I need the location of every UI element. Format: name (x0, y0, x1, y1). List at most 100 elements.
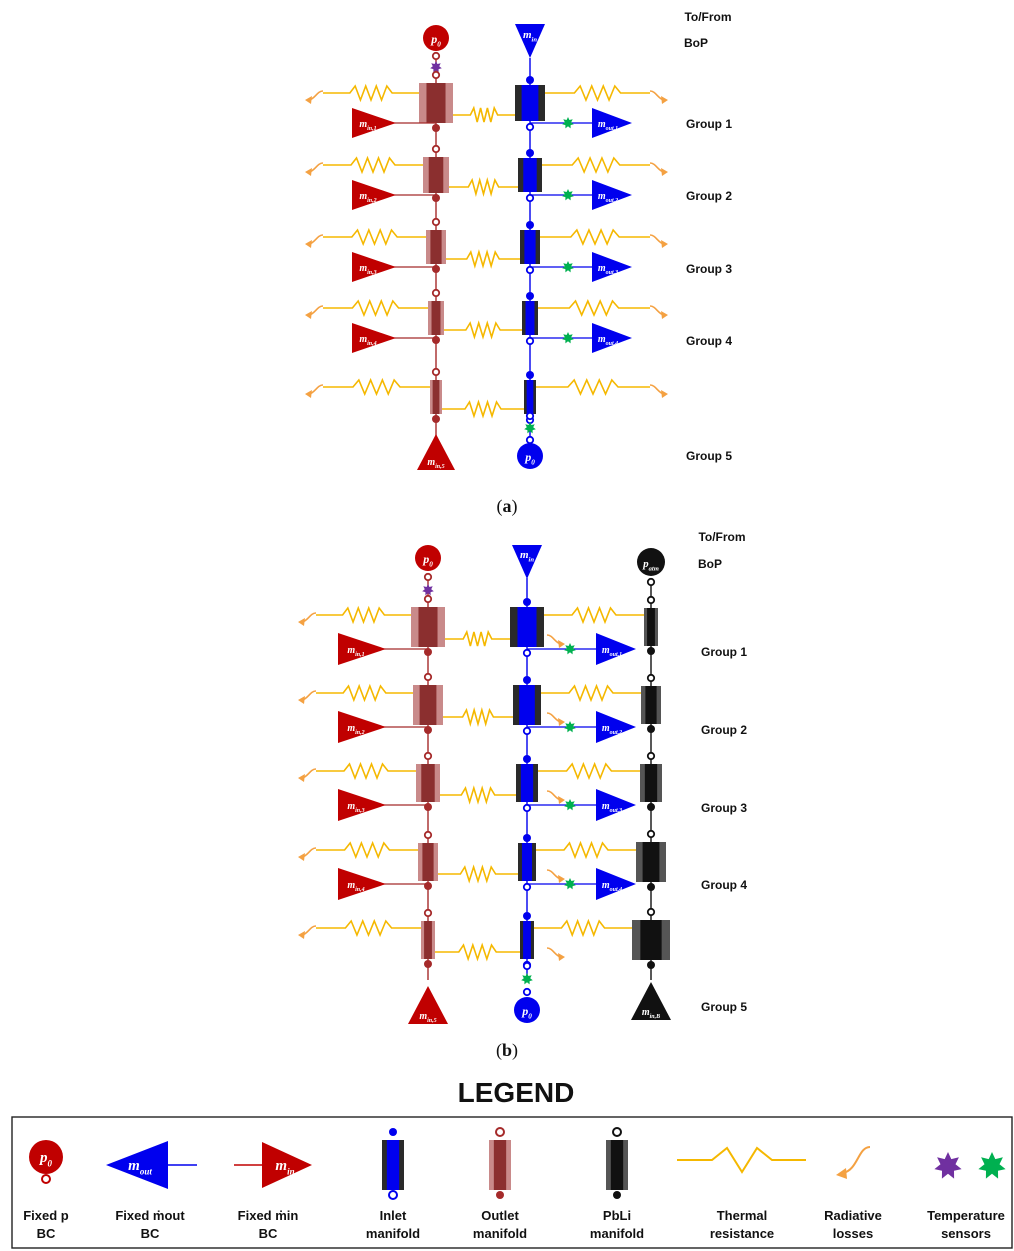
m-in-label-b-3-sub: in,3 (355, 808, 365, 814)
outlet-manifold-b-4-core (422, 843, 434, 881)
m-in-label-5-main: m (427, 457, 435, 468)
temp-sensor-green (564, 643, 576, 655)
caption-b-close: ) (512, 1040, 518, 1061)
m-out-label-b-1-sub: out,1 (610, 652, 623, 658)
pbli-node-top (646, 595, 656, 605)
caption-a-letter: a (503, 496, 512, 516)
thermal-right (534, 918, 632, 938)
radiative-left (298, 690, 317, 704)
thermal-left (316, 683, 413, 703)
group-label-b-4: Group 4 (701, 878, 747, 892)
legend-outlet-manifold-line2: manifold (473, 1226, 527, 1241)
outlet-node-top (431, 288, 441, 298)
inlet-node-top (526, 221, 534, 229)
legend-temperature-sensors-line1: Temperature (927, 1208, 1005, 1223)
m-in-label-5-b: min,5 (419, 1011, 436, 1024)
bop-label-1: To/From (684, 10, 731, 24)
temp-sensor-green (562, 117, 574, 129)
m-in-5-bc (417, 434, 455, 470)
m-in-B-label: min,B (642, 1007, 660, 1020)
legend-fixed-mout-bc-line2: BC (141, 1226, 160, 1241)
legend-p-node (41, 1174, 51, 1184)
thermal-left (316, 840, 418, 860)
legend-pbli-body-core (610, 1140, 624, 1190)
p-atm-label: patm (642, 558, 659, 572)
thermal-left (323, 83, 419, 103)
pbli-node-bottom (647, 961, 655, 969)
legend-pbli-manifold-line1: PbLi (603, 1208, 631, 1223)
inlet-bottom-node-b2 (522, 987, 532, 997)
radiative-left-head (305, 390, 312, 398)
m-in-label-5-b-sub: in,5 (427, 1018, 437, 1024)
m-in-label-3-sub: in,3 (367, 270, 377, 276)
outlet-manifold-4-core (431, 301, 441, 335)
m-in-label-1: min,1 (359, 119, 376, 132)
m-in-top-label-main: m (523, 29, 532, 41)
inlet-node-bottom (522, 648, 532, 658)
inlet-manifold-b-5 (520, 921, 534, 959)
group-label-b-5: Group 5 (701, 1000, 747, 1014)
radiative-right (649, 384, 668, 398)
thermal-right (536, 378, 650, 396)
m-in-bc-1 (352, 108, 396, 138)
m-out-bc-3 (592, 252, 632, 282)
inlet-node-bottom (525, 122, 535, 132)
legend-inlet-top (389, 1128, 397, 1136)
pbli-node-top (646, 751, 656, 761)
legend-fixed-min-bc-line2: BC (259, 1226, 278, 1241)
m-out-label-b-1-main: m (602, 645, 610, 656)
legend-radiative-losses-line1: Radiative (824, 1208, 882, 1223)
legend-fixed-mout-bc-line1: Fixed ṁout (115, 1208, 185, 1223)
inlet-manifold-b-4 (518, 843, 536, 881)
m-in-label-3: min,3 (359, 263, 376, 276)
inlet-manifold-1 (515, 85, 545, 121)
temp-sensor-green (564, 721, 576, 733)
temp-sensor-purple-b (422, 584, 434, 596)
legend-pbli-bottom (613, 1191, 621, 1199)
m-in-B-label-main: m (642, 1007, 650, 1018)
thermal-mid (440, 785, 516, 805)
legend-p-label-sub: 0 (48, 1159, 53, 1169)
inlet-node-top (526, 149, 534, 157)
pbli-manifold-b-4 (636, 842, 666, 882)
legend-inlet-manifold-line2: manifold (366, 1226, 420, 1241)
radiative-right-head (661, 311, 668, 319)
inlet-node-bottom (525, 336, 535, 346)
legend-pbli-top (612, 1127, 622, 1137)
m-out-label-b-4-main: m (602, 880, 610, 891)
radiative-right-head (661, 240, 668, 248)
legend-fixed-min-bc-line1: Fixed ṁin (238, 1208, 299, 1223)
outlet-node-bottom (432, 415, 440, 423)
caption-a-open: ( (497, 496, 503, 517)
m-in-top-label-b-sub: in (529, 556, 535, 563)
inlet-node-top (523, 834, 531, 842)
group-row-b-5: Group 5 (298, 907, 747, 1014)
m-in-label-5-sub: in,5 (435, 464, 445, 470)
legend-fixed-p-bc-line1: Fixed p (23, 1208, 69, 1223)
p0-bottom-label-b: p0 (521, 1004, 532, 1021)
caption-a: (a) (497, 496, 518, 517)
pbli-manifold-b-1 (644, 608, 658, 646)
m-in-label-b-2-main: m (347, 723, 355, 734)
inlet-manifold-4 (522, 301, 538, 335)
radiative-left-head (298, 618, 305, 626)
caption-b-letter: b (502, 1040, 512, 1060)
m-in-label-5-b-main: m (419, 1011, 427, 1022)
thermal-right (538, 299, 650, 317)
p0-top-node (431, 51, 441, 61)
group-label-4: Group 4 (686, 334, 732, 348)
outlet-node-top (431, 144, 441, 154)
caption-b-open: ( (496, 1040, 502, 1061)
outlet-node-top (423, 594, 433, 604)
m-in-label-b-4-sub: in,4 (355, 887, 365, 893)
group-label-2: Group 2 (686, 189, 732, 203)
legend-p-circle (29, 1140, 63, 1174)
thermal-mid (453, 105, 515, 123)
inlet-node-bottom (522, 882, 532, 892)
outlet-manifold-2-core (428, 157, 444, 193)
